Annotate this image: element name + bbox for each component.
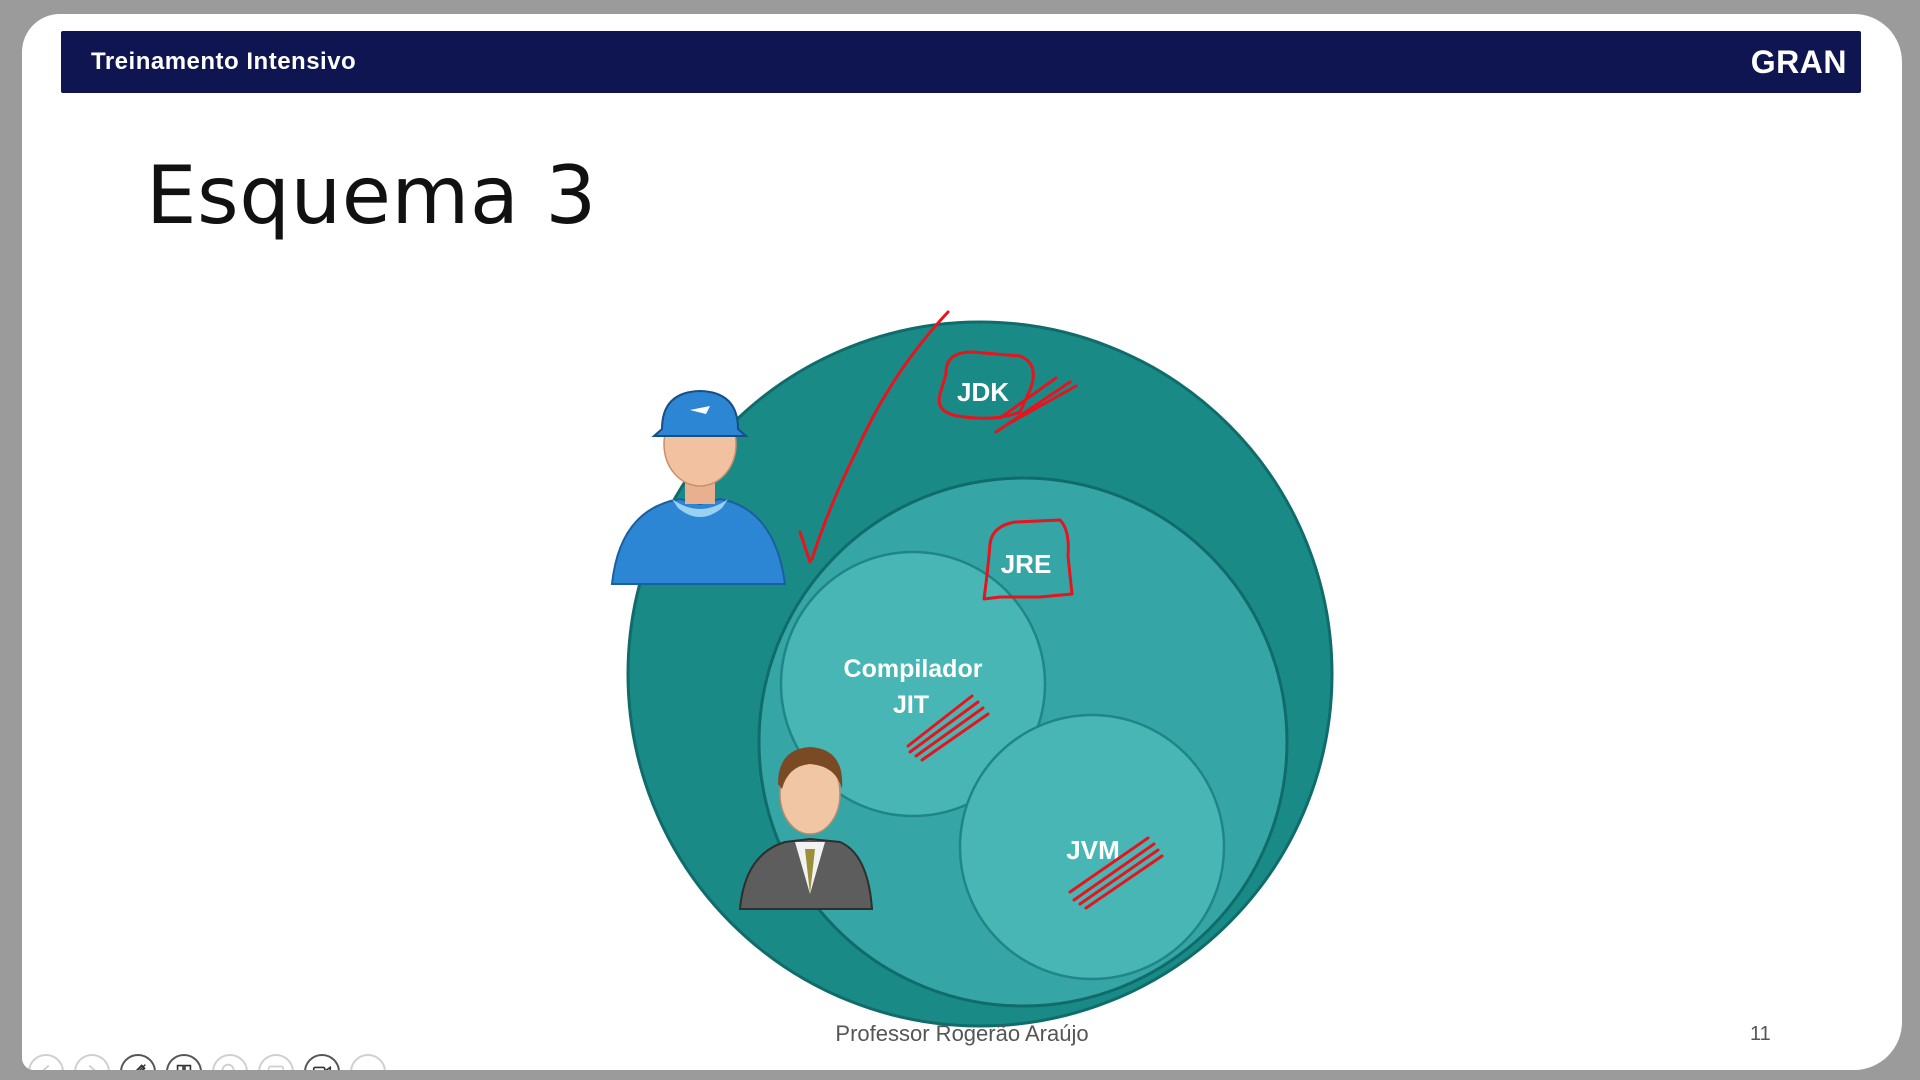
jit-circle [779,550,1047,818]
header-title: Treinamento Intensivo [91,48,357,75]
jdk-label: JDK [957,377,1009,407]
worker-user-icon [610,389,787,585]
next-slide-button[interactable] [74,1054,110,1070]
slide-header: Treinamento Intensivo GRAN [61,31,1861,93]
next-icon [88,1064,96,1070]
zoom-button[interactable] [212,1054,248,1070]
see-all-slides-button[interactable] [166,1054,202,1070]
footer-author: Professor Rogerão Araújo [835,1021,1089,1046]
jvm-label: JVM [1066,835,1119,865]
camera-button[interactable] [304,1054,340,1070]
gran-logo: GRAN [1750,44,1847,80]
pen-tool-button[interactable] [120,1054,156,1070]
previous-icon [42,1064,50,1070]
slides-grid-icon [176,1064,192,1070]
java-platform-diagram: JDK JRE Compilador JIT JVM [610,310,1334,1028]
slideshow-controls [28,1054,386,1070]
page-number: 11 [1750,1023,1771,1045]
more-options-button[interactable] [350,1054,386,1070]
jre-label: JRE [1001,549,1052,579]
zoom-icon [221,1063,235,1070]
slide-title: Esquema 3 [146,149,597,242]
slide: Treinamento Intensivo GRAN Esquema 3 JDK… [22,14,1902,1070]
subtitles-button[interactable] [258,1054,294,1070]
pen-icon [135,1064,146,1070]
previous-slide-button[interactable] [28,1054,64,1070]
subtitles-icon [267,1065,285,1070]
businessman-user-icon [738,747,874,910]
more-options-icon [357,1061,379,1070]
annotation-strokes [798,310,1164,910]
jit-label-line1: Compilador [844,655,983,683]
camera-icon [312,1065,332,1070]
jit-label-line2: JIT [893,691,929,719]
jvm-circle [958,713,1226,981]
